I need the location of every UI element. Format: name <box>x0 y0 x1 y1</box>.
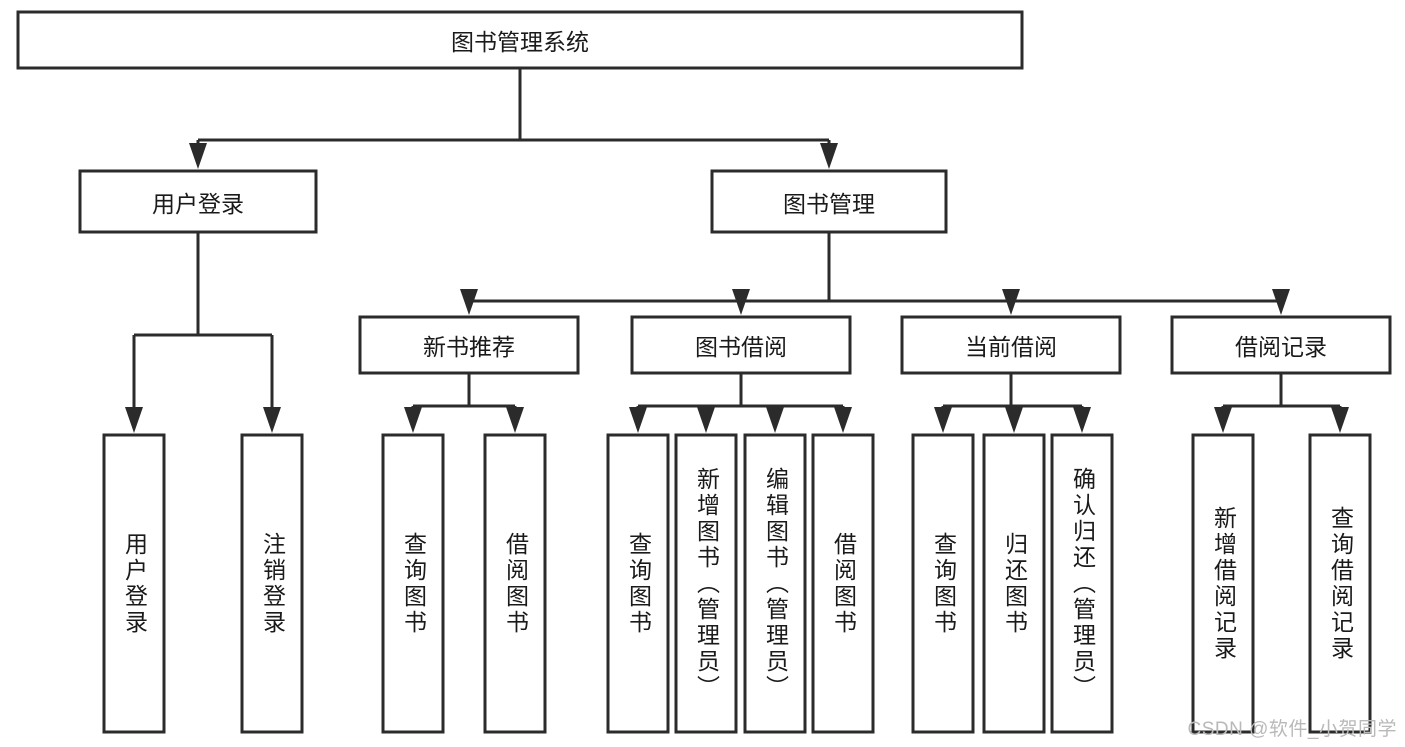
arrow-head-icon <box>1073 407 1091 433</box>
arrow-head-icon <box>1214 407 1232 433</box>
node-box-book-borrow[interactable] <box>630 315 852 375</box>
node-box-query-borrow-record[interactable] <box>1308 433 1372 734</box>
node-box-book-management[interactable] <box>710 169 948 234</box>
arrow-head-icon <box>460 289 478 315</box>
node-box-add-book-admin[interactable] <box>674 433 738 734</box>
node-box-current-borrow[interactable] <box>900 315 1122 375</box>
arrow-head-icon <box>934 407 952 433</box>
arrow-head-icon <box>125 407 143 433</box>
arrow-head-icon <box>766 407 784 433</box>
arrow-head-icon <box>263 407 281 433</box>
arrow-head-icon <box>629 407 647 433</box>
node-box-borrow-books-2[interactable] <box>811 433 875 734</box>
arrow-head-icon <box>834 407 852 433</box>
node-box-query-books-3[interactable] <box>911 433 975 734</box>
node-box-edit-book-admin[interactable] <box>743 433 807 734</box>
node-box-return-books[interactable] <box>982 433 1046 734</box>
node-box-new-book-recommend[interactable] <box>358 315 580 375</box>
box-layer <box>16 10 1392 734</box>
arrow-head-icon <box>732 289 750 315</box>
arrow-head-icon <box>404 407 422 433</box>
watermark-text: CSDN @软件_小贺同学 <box>1187 719 1397 740</box>
arrow-head-icon <box>1331 407 1349 433</box>
node-box-user-logout[interactable] <box>240 433 304 734</box>
arrow-head-icon <box>697 407 715 433</box>
node-box-user-login[interactable] <box>78 169 318 234</box>
node-box-query-books-2[interactable] <box>606 433 670 734</box>
arrow-head-icon <box>506 407 524 433</box>
node-box-add-borrow-record[interactable] <box>1191 433 1255 734</box>
node-box-user-login-do[interactable] <box>102 433 166 734</box>
node-box-query-books-1[interactable] <box>381 433 445 734</box>
arrow-head-icon <box>1005 407 1023 433</box>
arrow-head-icon <box>820 143 838 169</box>
node-box-confirm-return-admin[interactable] <box>1050 433 1114 734</box>
arrow-head-icon <box>1002 289 1020 315</box>
node-box-root[interactable] <box>16 10 1024 70</box>
node-box-borrow-books-1[interactable] <box>483 433 547 734</box>
node-box-borrow-records[interactable] <box>1170 315 1392 375</box>
connector-layer <box>125 68 1349 433</box>
arrow-head-icon <box>189 143 207 169</box>
arrow-head-icon <box>1272 289 1290 315</box>
